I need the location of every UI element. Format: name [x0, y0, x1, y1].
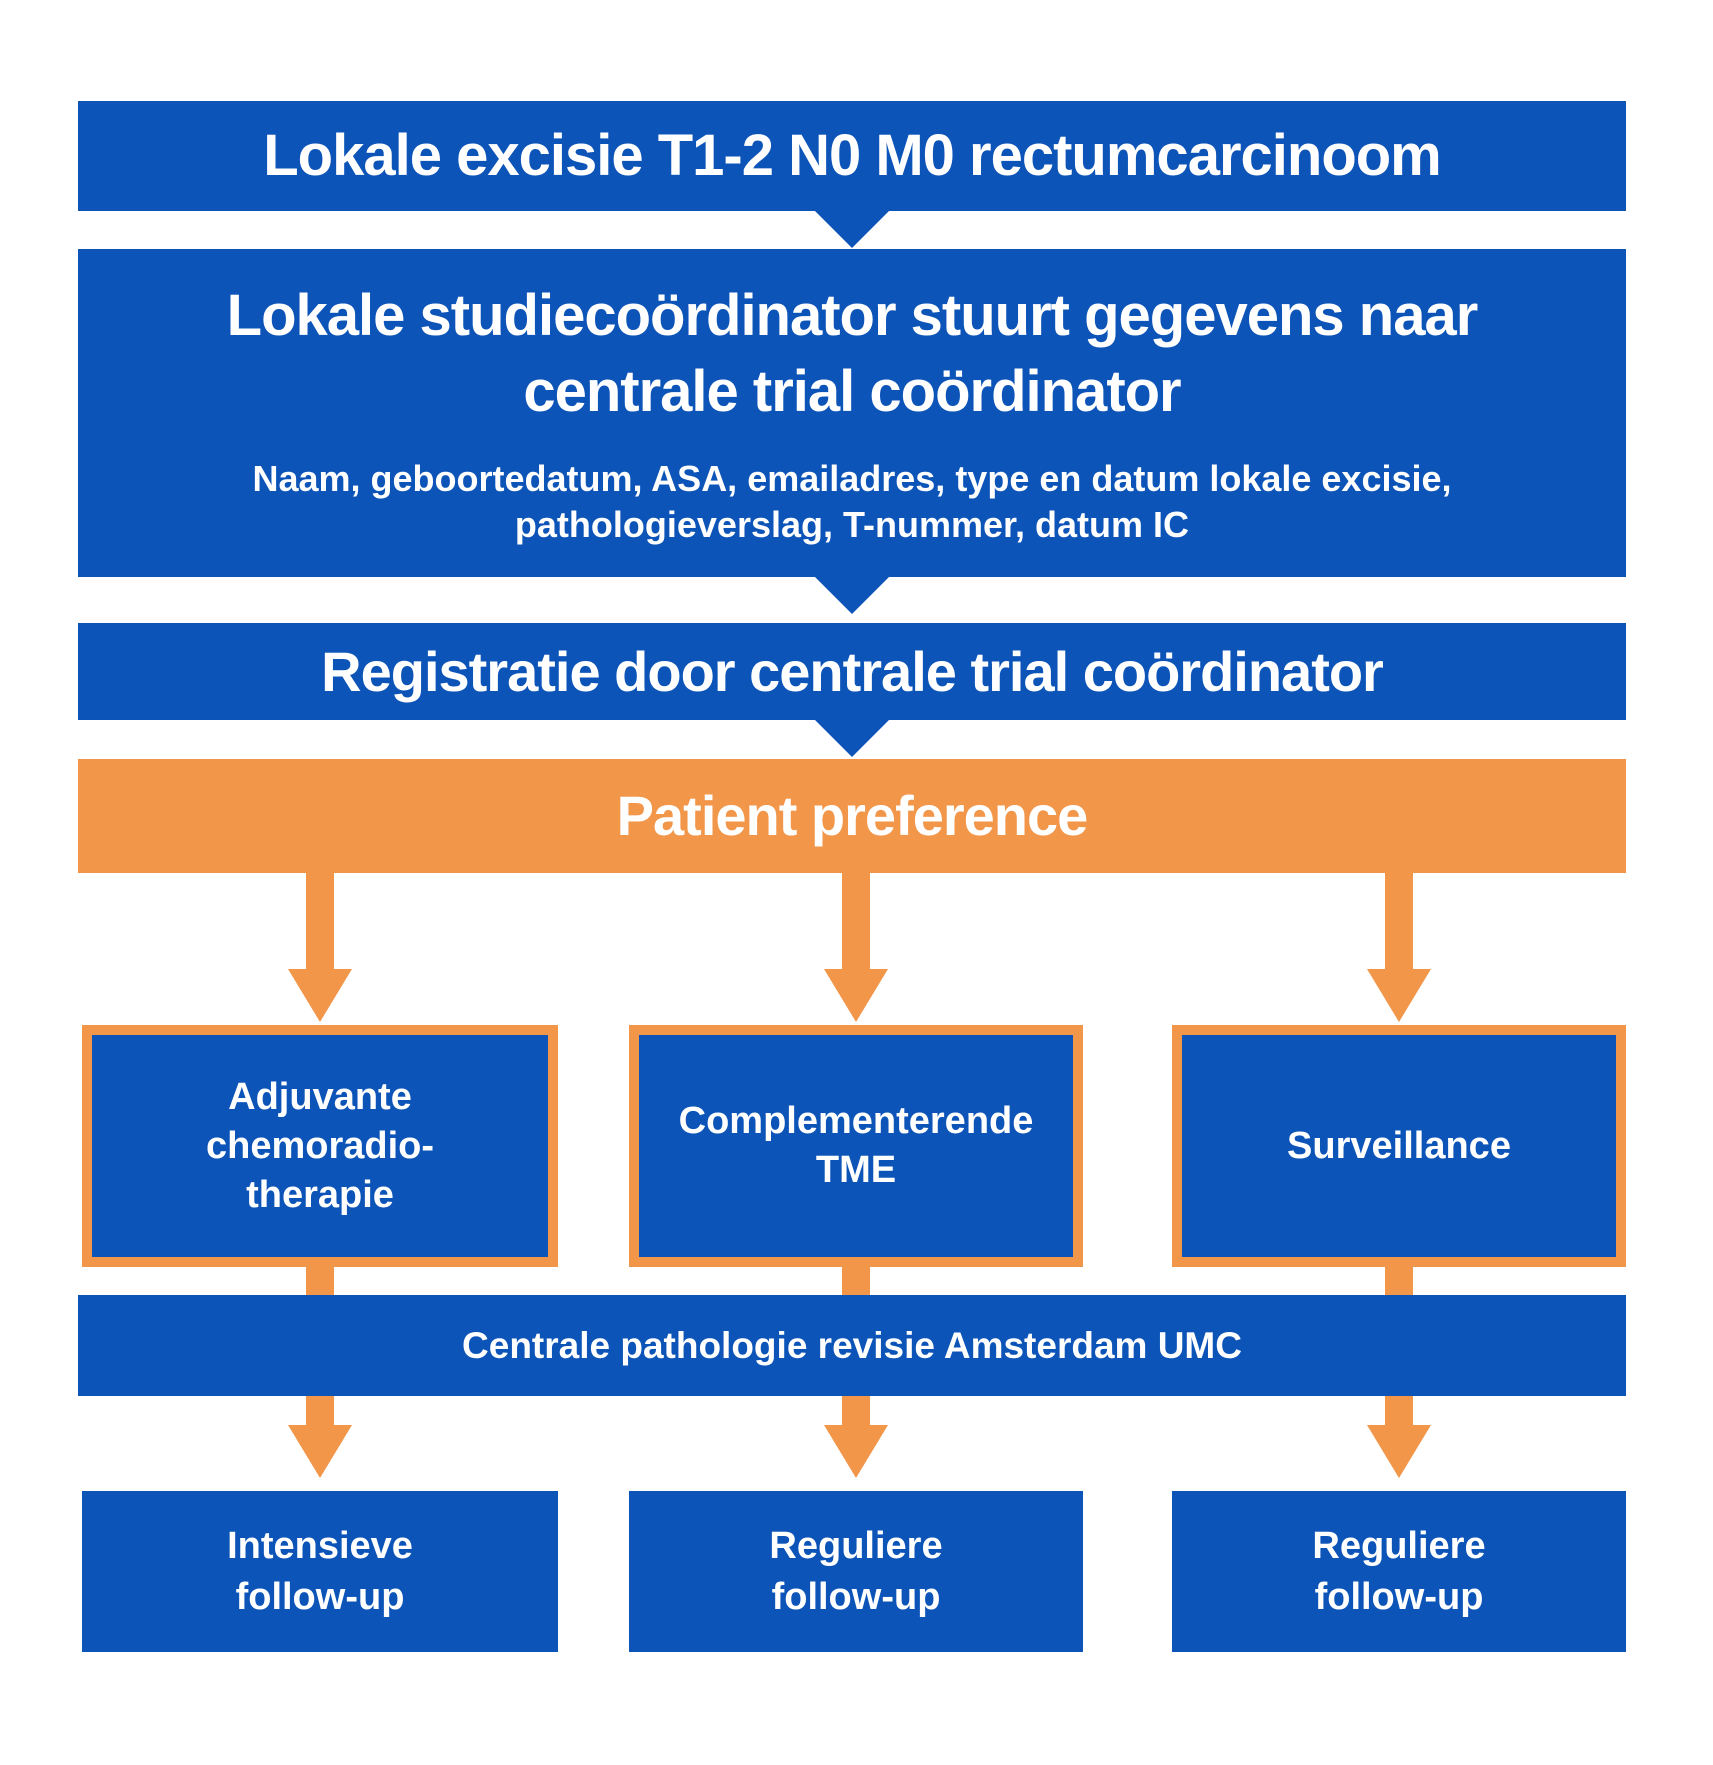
- branch-option-complementary-tme-box: Complementerende TME: [629, 1025, 1083, 1267]
- step-coordinator-title: Lokale studiecoördinator stuurt gegevens…: [226, 278, 1479, 430]
- branch-option-line: Surveillance: [1287, 1124, 1511, 1167]
- step-patient-preference-title: Patient preference: [616, 784, 1089, 847]
- branch-arrow-shaft: [306, 1396, 334, 1426]
- connector-stub: [842, 1267, 870, 1295]
- branch-arrow-down-icon: [288, 969, 352, 1022]
- banner-central-pathology-title: Centrale pathologie revisie Amsterdam UM…: [462, 1324, 1242, 1366]
- connector-stub: [1385, 1267, 1413, 1295]
- branch-option-line: chemoradio-: [205, 1124, 435, 1167]
- flow-arrow-down-icon: [815, 577, 889, 614]
- step-coordinator-subtitle: Naam, geboortedatum, ASA, emailadres, ty…: [252, 456, 1451, 548]
- outcome-line: follow-up: [235, 1575, 405, 1618]
- step-coordinator-title-line1: Lokale studiecoördinator stuurt gegevens…: [226, 283, 1479, 348]
- outcome-regular-followup-1-box: Reguliere follow-up: [629, 1491, 1083, 1652]
- step-local-excision-box: Lokale excisie T1-2 N0 M0 rectumcarcinoo…: [78, 101, 1626, 211]
- step-coordinator-title-line2: centrale trial coördinator: [523, 359, 1181, 424]
- branch-arrow-shaft: [306, 873, 334, 970]
- branch-arrow-down-icon: [288, 1425, 352, 1478]
- branch-arrow-shaft: [842, 1396, 870, 1426]
- step-local-excision-title: Lokale excisie T1-2 N0 M0 rectumcarcinoo…: [263, 123, 1442, 188]
- branch-arrow-down-icon: [1367, 1425, 1431, 1478]
- branch-arrow-down-icon: [824, 969, 888, 1022]
- step-coordinator-subtitle-line2: pathologieverslag, T-nummer, datum IC: [514, 504, 1190, 545]
- step-patient-preference-box: Patient preference: [78, 759, 1626, 873]
- banner-central-pathology-box: Centrale pathologie revisie Amsterdam UM…: [78, 1295, 1626, 1396]
- branch-option-line: Adjuvante: [228, 1075, 412, 1118]
- step-registration-box: Registratie door centrale trial coördina…: [78, 623, 1626, 720]
- outcome-intensive-followup-box: Intensieve follow-up: [82, 1491, 558, 1652]
- flow-arrow-down-icon: [815, 211, 889, 248]
- branch-option-surveillance-box: Surveillance: [1172, 1025, 1626, 1267]
- branch-option-line: TME: [815, 1149, 897, 1191]
- branch-option-chemoradiotherapy-box: Adjuvante chemoradio- therapie: [82, 1025, 558, 1267]
- branch-arrow-shaft: [1385, 1396, 1413, 1426]
- branch-arrow-shaft: [1385, 873, 1413, 970]
- outcome-line: Intensieve: [227, 1524, 413, 1567]
- step-coordinator-box: Lokale studiecoördinator stuurt gegevens…: [78, 249, 1626, 577]
- branch-arrow-down-icon: [1367, 969, 1431, 1022]
- branch-option-line: therapie: [246, 1173, 394, 1216]
- branch-arrow-down-icon: [824, 1425, 888, 1478]
- step-registration-title: Registratie door centrale trial coördina…: [321, 639, 1384, 703]
- step-coordinator-subtitle-line1: Naam, geboortedatum, ASA, emailadres, ty…: [252, 458, 1452, 499]
- outcome-line: Reguliere: [1312, 1524, 1486, 1567]
- branch-option-line: Complementerende: [678, 1100, 1034, 1142]
- connector-stub: [306, 1267, 334, 1295]
- outcome-regular-followup-2-box: Reguliere follow-up: [1172, 1491, 1626, 1652]
- outcome-line: follow-up: [771, 1575, 941, 1618]
- branch-arrow-shaft: [842, 873, 870, 970]
- flow-arrow-down-icon: [815, 720, 889, 757]
- outcome-line: Reguliere: [769, 1524, 943, 1567]
- outcome-line: follow-up: [1314, 1575, 1484, 1618]
